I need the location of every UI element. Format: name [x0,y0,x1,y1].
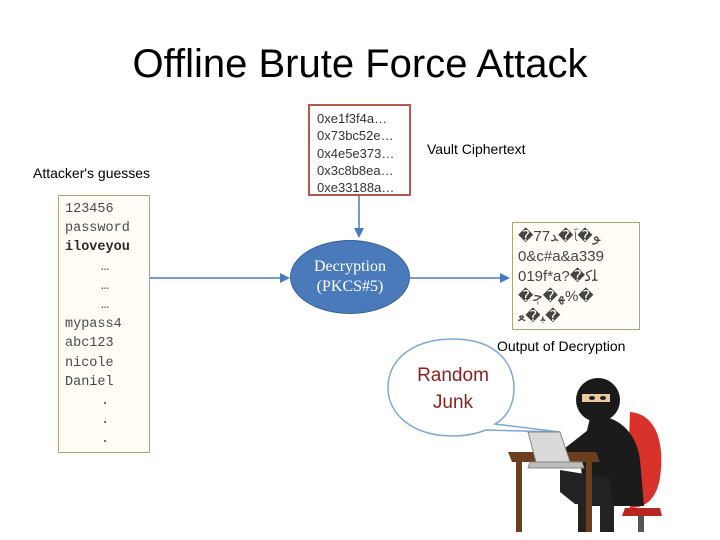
guess-item: . [100,432,110,448]
guess-item: . [100,413,110,429]
ciphertext-item: 0x3c8b8ea… [317,162,394,178]
ciphertext-item: 0x4e5e373… [317,145,395,161]
output-of-decryption-label: Output of Decryption [497,338,626,354]
guess-item: abc123 [65,336,114,352]
hooded-hacker-at-laptop-icon [508,378,662,532]
speech-line-2: Junk [432,392,474,413]
junk-line: �ﻮ�ﭑ�ﺪ77 [518,228,601,245]
guess-item: . [100,394,110,410]
guess-item: Daniel [65,374,114,390]
decryption-method-label: (PKCS#5) [316,278,384,295]
ciphertext-list: 0xe1f3f4a… 0x73bc52e…0x4e5e373…0x3c8b8ea…… [317,110,394,196]
ciphertext-item: 0x73bc52e… [317,128,394,144]
page-title: Offline Brute Force Attack [132,42,588,86]
vault-ciphertext-box: 0xe1f3f4a… 0x73bc52e…0x4e5e373…0x3c8b8ea…… [308,104,411,196]
speech-bubble [387,338,561,437]
guess-item: nicole [65,355,114,371]
decryption-node: Decryption (PKCS#5) [290,240,410,314]
attacker-guesses-caption: Attacker's guesses [33,165,151,181]
guess-item: mypass4 [65,317,122,333]
vault-ciphertext-label: Vault Ciphertext [427,141,526,157]
junk-line: �ﻬ�ﭴ%� [518,288,594,305]
guess-item: … [100,298,110,314]
junk-line: 019f*a?�ﻠﮐ [518,268,598,285]
ciphertext-item: 0xe33188a… [317,180,395,196]
ciphertext-item: 0xe1f3f4a… [317,111,388,126]
guess-item: … [100,259,110,275]
guess-item: password [65,221,130,237]
guess-item: … [100,278,110,294]
guess-item: iloveyou [65,240,130,256]
guesses-box: 123456 password iloveyou … … … mypass4 abc123 ni… [58,195,150,453]
decryption-output-box: �ﻮ�ﭑ�ﺪ77 0&c#a&a339 019f*a?�ﻠﮐ �ﻬ�ﭴ%� ﺒ�ﻌ� [512,222,640,330]
speech-line-1: Random [417,365,489,386]
junk-output-lines: �ﻮ�ﭑ�ﺪ77 0&c#a&a339 019f*a?�ﻠﮐ �ﻬ�ﭴ%� ﺒ�ﻌ� [518,227,636,327]
guess-item: 123456 [65,202,114,217]
guesses-list: 123456 password iloveyou … … … mypass4 abc123 ni… [65,200,145,450]
decryption-label: Decryption [314,258,386,275]
speech-bubble-text: Random Junk [408,362,498,416]
junk-line: 0&c#a&a339 [518,248,604,265]
junk-line: ﺒ�ﻌ� [518,308,561,325]
